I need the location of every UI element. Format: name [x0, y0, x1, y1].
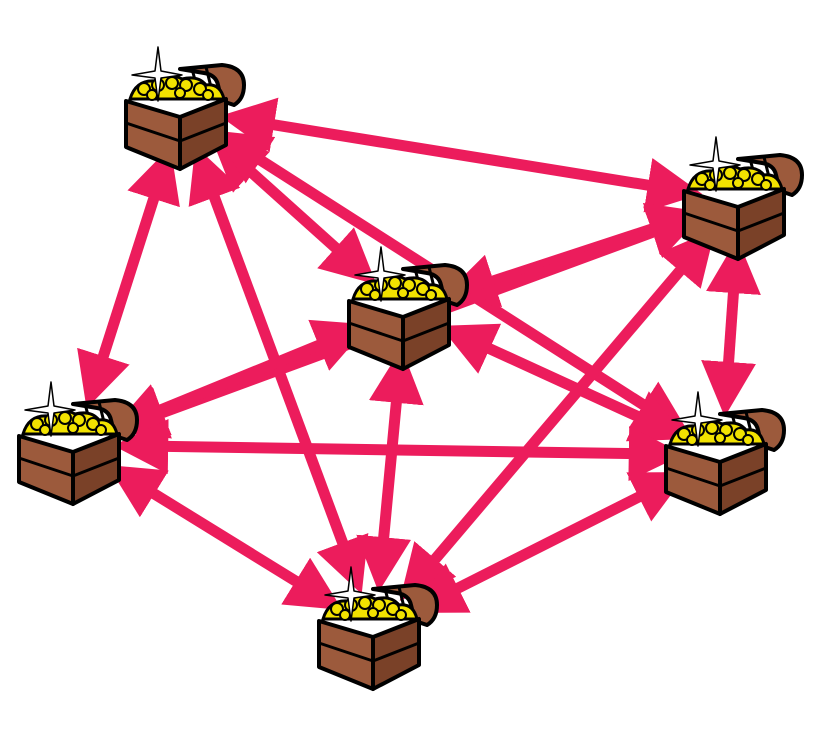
chest-bottom-treasure-chest-icon — [317, 565, 439, 691]
edge-arrow-left-to-bottom — [107, 464, 343, 611]
treasure-chest-icon — [682, 135, 804, 261]
edge-arrow-right-to-bottom — [409, 472, 688, 613]
edge-arrow-center-to-right — [439, 323, 688, 442]
chest-top-right-treasure-chest-icon — [682, 135, 804, 261]
treasure-chest-icon — [17, 380, 139, 506]
treasure-chest-icon — [317, 565, 439, 691]
treasure-chest-icon — [664, 390, 786, 516]
treasure-chest-icon — [347, 245, 469, 371]
edge-arrow-top-left-to-top-right — [219, 97, 703, 213]
chest-right-treasure-chest-icon — [664, 390, 786, 516]
chest-left-treasure-chest-icon — [17, 380, 139, 506]
edge-arrow-top-left-to-left — [77, 146, 180, 409]
edges-layer — [77, 97, 761, 613]
edge-arrow-center-to-bottom — [356, 347, 424, 593]
chest-center-treasure-chest-icon — [347, 245, 469, 371]
edge-arrow-top-right-to-right — [701, 238, 761, 417]
edge-arrow-left-to-right — [113, 418, 684, 482]
edge-arrow-center-to-left — [110, 319, 370, 436]
